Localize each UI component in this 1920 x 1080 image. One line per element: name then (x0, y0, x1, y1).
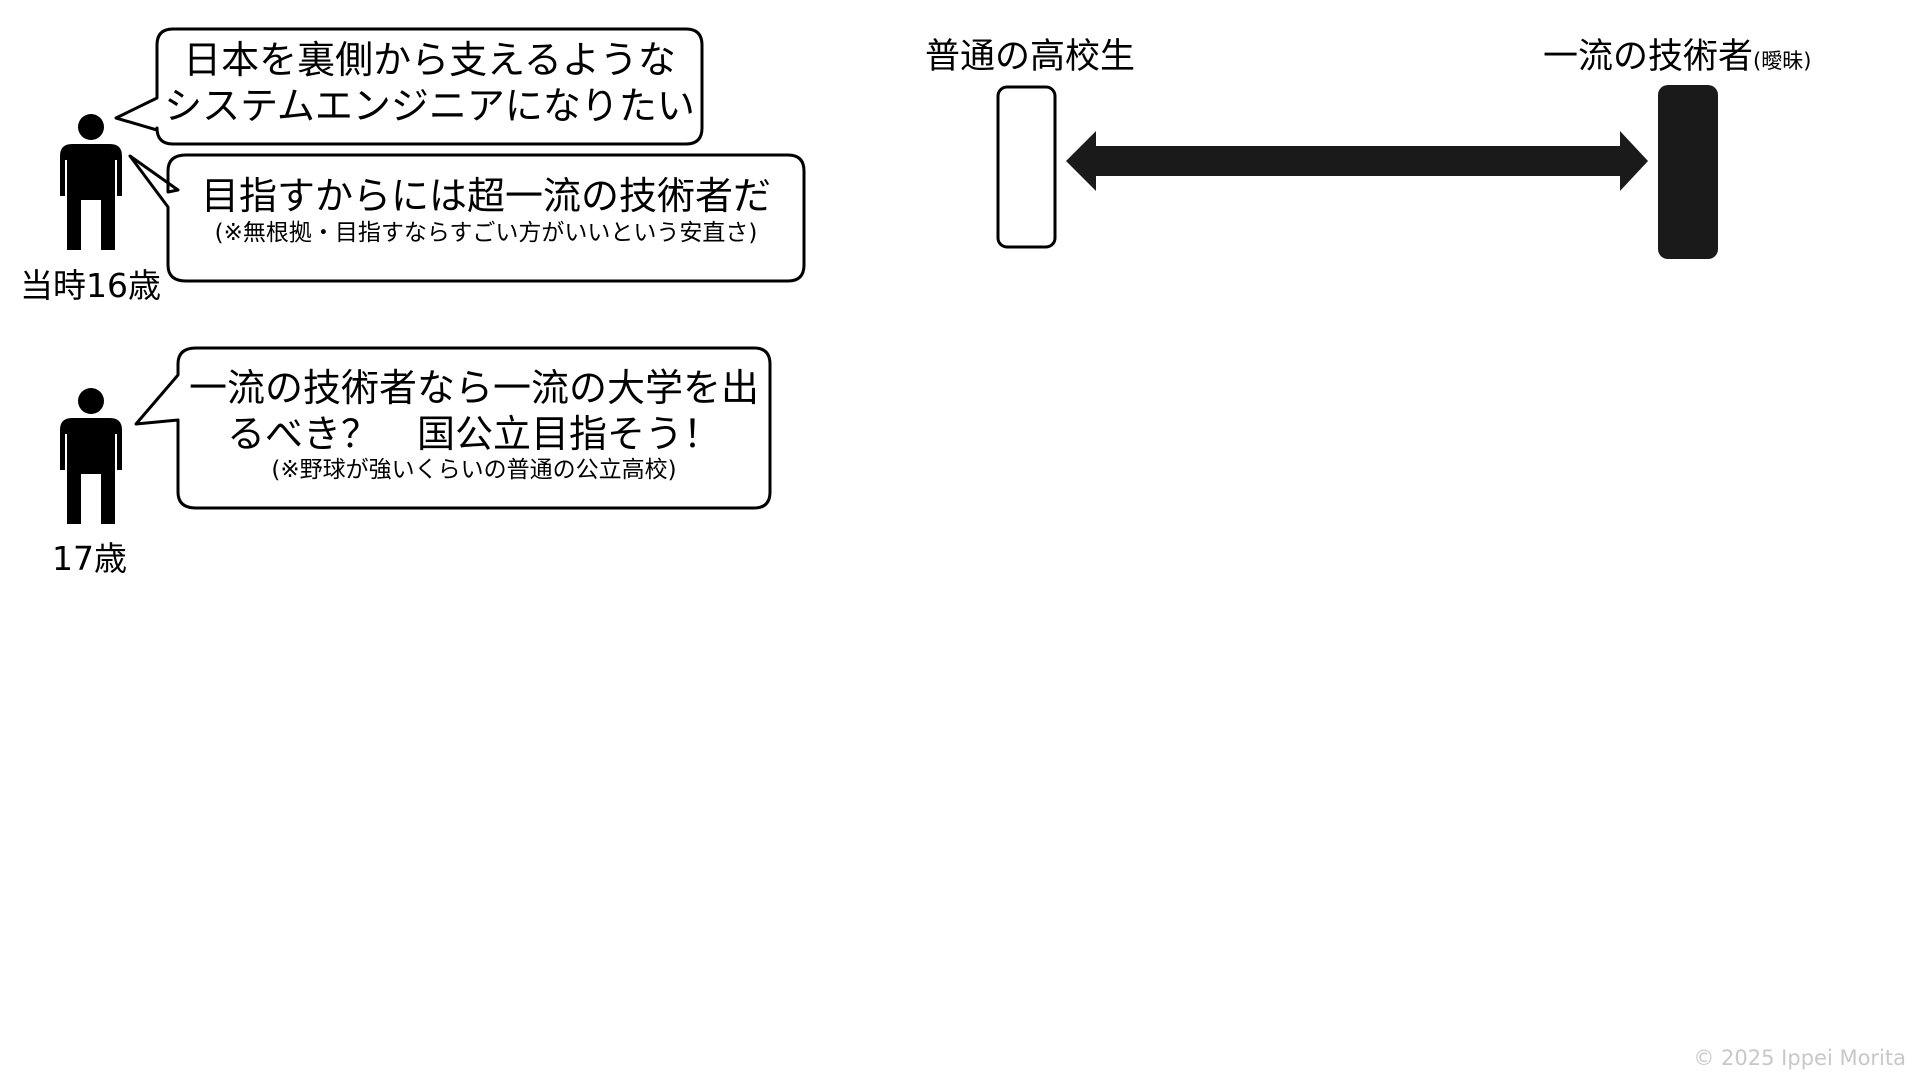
scale-right-label-text: 一流の技術者 (1543, 37, 1754, 77)
scale-left-label: 普通の高校生 (925, 37, 1136, 77)
age-label-17: 17歳 (52, 539, 127, 578)
speech-bubble-2-text: 目指すからには超一流の技術者だ (※無根拠・目指すならすごい方がいいという安直さ… (168, 174, 804, 247)
bubble-line: るべき？ 国公立目指そう！ (226, 411, 721, 456)
speech-bubble-2-outline (128, 153, 806, 283)
bubble-line: 一流の技術者なら一流の大学を出 (188, 366, 759, 410)
speech-bubble-1-outline (114, 27, 704, 146)
bubble-line: 目指すからには超一流の技術者だ (200, 174, 771, 218)
speech-bubble-3-outline (134, 346, 772, 510)
bubble-note: (※野球が強いくらいの普通の公立高校) (271, 457, 677, 484)
person-icon (60, 114, 122, 250)
speech-bubble-3-text: 一流の技術者なら一流の大学を出 るべき？ 国公立目指そう！ (※野球が強いくらい… (178, 366, 770, 485)
scale-right-note: (曖昧) (1753, 49, 1812, 73)
scale-right-label: 一流の技術者(曖昧) (1543, 40, 1811, 75)
bubble-note: (※無根拠・目指すならすごい方がいいという安直さ) (214, 219, 758, 246)
person-icon (60, 388, 122, 524)
bubble-line: 日本を裏側から支えるような (183, 38, 676, 82)
double-arrow (1066, 131, 1648, 191)
speech-bubble-1-text: 日本を裏側から支えるような システムエンジニアになりたい (157, 38, 702, 129)
copyright-text: © 2025 Ippei Morita (1693, 1046, 1906, 1070)
scale-left-marker (996, 85, 1057, 249)
age-label-16: 当時16歳 (20, 266, 161, 305)
bubble-line: システムエンジニアになりたい (164, 83, 695, 128)
scale-right-marker (1658, 85, 1718, 259)
